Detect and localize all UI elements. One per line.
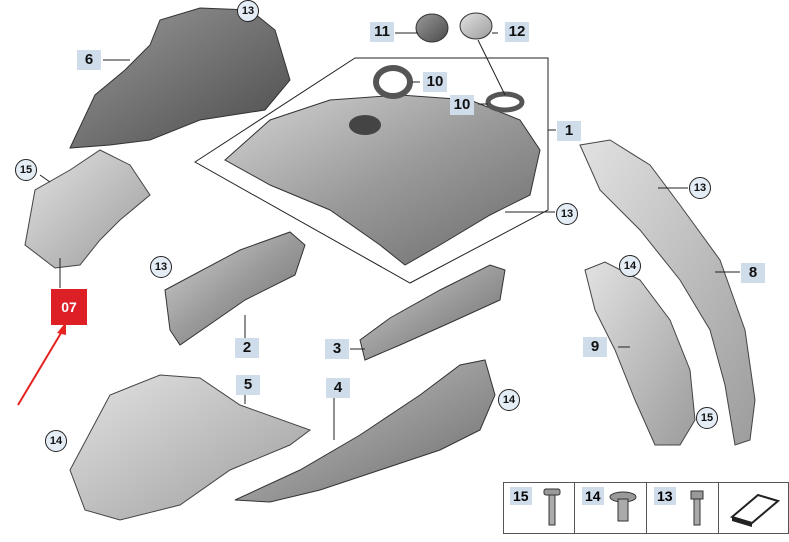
leader-lines — [39, 32, 740, 440]
part-label-12[interactable]: 12 — [505, 22, 529, 42]
part-10b-shape[interactable] — [485, 91, 525, 113]
callout-15-left[interactable]: 15 — [15, 159, 37, 181]
marker-arrow — [17, 327, 65, 406]
legend-cell-sheet[interactable] — [720, 483, 786, 533]
legend-cell-13[interactable]: 13 — [648, 483, 719, 533]
part-1-hole — [349, 115, 381, 135]
part-5-shape[interactable] — [69, 374, 312, 521]
callout-13-left[interactable]: 13 — [150, 256, 172, 278]
legend-cell-15[interactable]: 15 — [504, 483, 575, 533]
part-label-2[interactable]: 2 — [235, 338, 259, 358]
callout-14-lower[interactable]: 14 — [498, 389, 520, 411]
part-1-frame — [194, 57, 549, 284]
callout-14-right[interactable]: 14 — [619, 255, 641, 277]
callout-13-mid[interactable]: 13 — [556, 203, 578, 225]
part-2-shape[interactable] — [164, 231, 306, 346]
callout-14-left[interactable]: 14 — [45, 430, 67, 452]
leader-12 — [477, 39, 506, 96]
part-label-9[interactable]: 9 — [583, 337, 607, 357]
part-6-shape[interactable] — [69, 7, 291, 149]
part-label-10b[interactable]: 10 — [450, 95, 474, 115]
part-label-4[interactable]: 4 — [326, 378, 350, 398]
part-3-shape[interactable] — [359, 264, 506, 361]
part-label-8[interactable]: 8 — [741, 263, 765, 283]
part-label-6[interactable]: 6 — [77, 50, 101, 70]
part-label-10a[interactable]: 10 — [423, 72, 447, 92]
part-9-shape[interactable] — [584, 261, 696, 446]
part-label-1[interactable]: 1 — [557, 121, 581, 141]
part-8-shape[interactable] — [579, 139, 756, 446]
part-label-5[interactable]: 5 — [236, 375, 260, 395]
marker-arrow-head — [57, 322, 66, 335]
fastener-legend: 15 14 13 — [503, 482, 789, 534]
callout-15-right[interactable]: 15 — [696, 407, 718, 429]
part-11-shape[interactable] — [415, 13, 449, 43]
legend-label-13: 13 — [654, 487, 676, 505]
part-1-shape[interactable] — [224, 94, 541, 266]
part-shield-left-shape[interactable] — [24, 149, 151, 269]
part-10a-shape[interactable] — [373, 65, 413, 99]
legend-label-15: 15 — [510, 487, 532, 505]
legend-label-14: 14 — [582, 487, 604, 505]
callout-13-right[interactable]: 13 — [689, 177, 711, 199]
part-label-11[interactable]: 11 — [370, 22, 394, 42]
bolt-icon — [543, 488, 561, 526]
marker-box[interactable]: 07 — [51, 289, 87, 325]
part-4-shape[interactable] — [234, 359, 496, 503]
part-12-shape[interactable] — [459, 12, 493, 40]
stud-icon — [690, 490, 704, 526]
legend-cell-14[interactable]: 14 — [576, 483, 647, 533]
callout-13-top[interactable]: 13 — [237, 0, 259, 22]
sheet-icon — [729, 493, 780, 527]
screw-icon — [609, 491, 637, 522]
part-label-3[interactable]: 3 — [325, 339, 349, 359]
